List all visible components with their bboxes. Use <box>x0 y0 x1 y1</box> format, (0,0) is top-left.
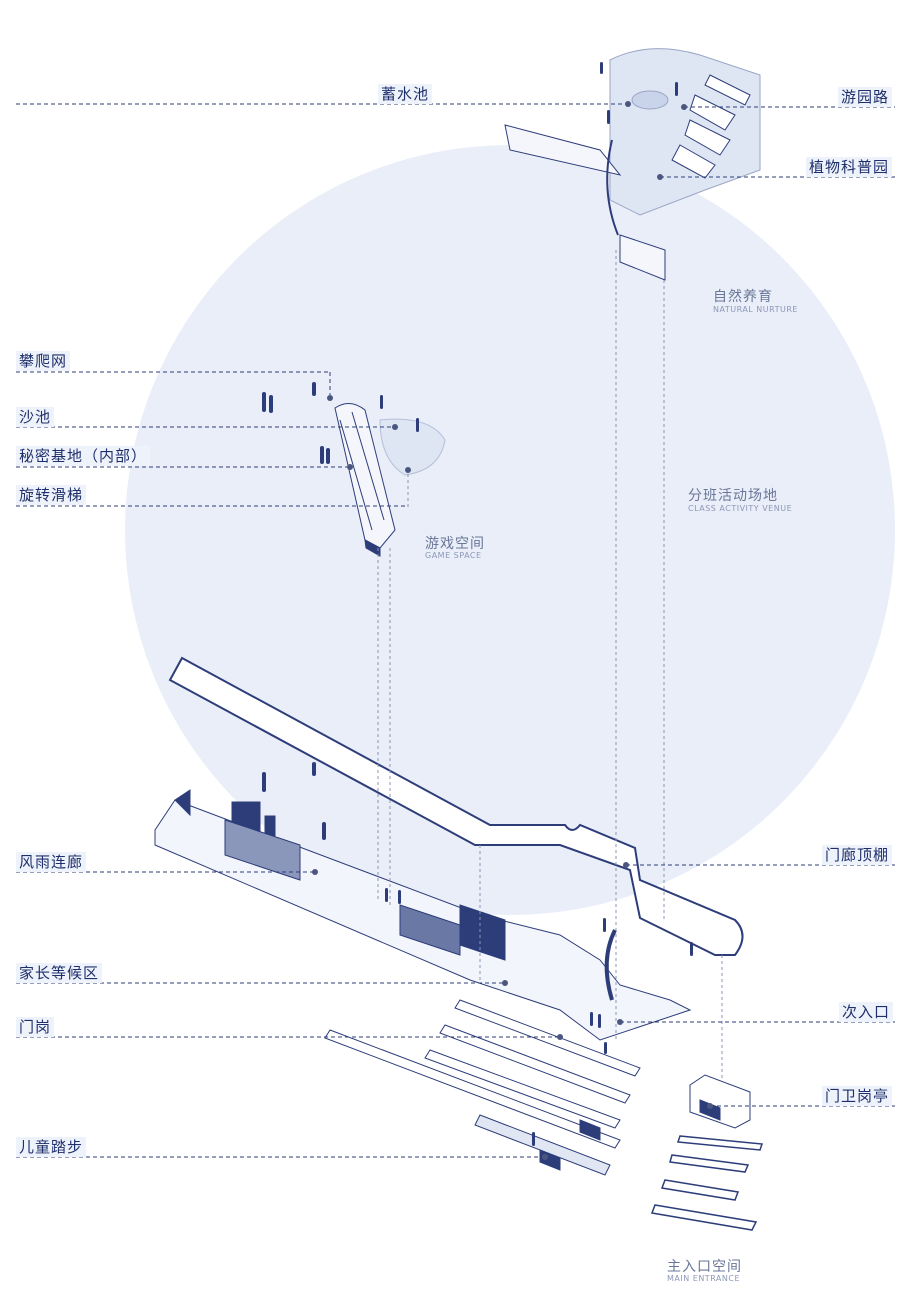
label-parents-waiting: 家长等候区 <box>16 963 103 983</box>
label-secret-base: 秘密基地（内部） <box>16 446 151 466</box>
label-kids-steps: 儿童踏步 <box>16 1137 87 1157</box>
zone-class-cn: 分班活动场地 <box>688 488 778 504</box>
zone-game-cn: 游戏空间 <box>425 536 485 552</box>
zone-game-en: GAME SPACE <box>425 551 482 560</box>
connector-lines <box>377 250 723 1080</box>
zone-main-cn: 主入口空间 <box>667 1259 742 1275</box>
label-plant-garden: 植物科普园 <box>806 157 893 177</box>
corridor <box>154 789 692 1041</box>
label-climbing-net: 攀爬网 <box>16 351 71 371</box>
leader-lines <box>16 103 895 1158</box>
zone-natural-cn: 自然养育 <box>713 289 773 305</box>
label-secondary-entrance: 次入口 <box>839 1002 894 1022</box>
label-spiral-slide: 旋转滑梯 <box>16 485 87 505</box>
canopy-roof <box>168 656 744 956</box>
label-garden-path: 游园路 <box>838 87 893 107</box>
outer-ramps <box>650 1135 764 1231</box>
zone-main-en: MAIN ENTRANCE <box>667 1274 741 1283</box>
zone-natural-en: NATURAL NURTURE <box>713 305 798 314</box>
entrance-steps <box>324 999 641 1176</box>
leader-dots <box>312 101 713 1160</box>
label-reservoir: 蓄水池 <box>378 84 433 104</box>
label-gate-post: 门岗 <box>16 1017 55 1037</box>
zone-class-en: CLASS ACTIVITY VENUE <box>688 504 793 513</box>
label-canopy: 门廊顶棚 <box>822 845 893 865</box>
game-tower <box>334 403 446 557</box>
label-guard-booth: 门卫岗亭 <box>822 1086 893 1106</box>
label-corridor: 风雨连廊 <box>16 852 87 872</box>
people-figures <box>262 62 693 1146</box>
garden-module <box>504 48 761 281</box>
zone-circle <box>125 145 895 915</box>
label-sandpit: 沙池 <box>16 407 55 427</box>
guard-booth <box>689 1074 751 1129</box>
